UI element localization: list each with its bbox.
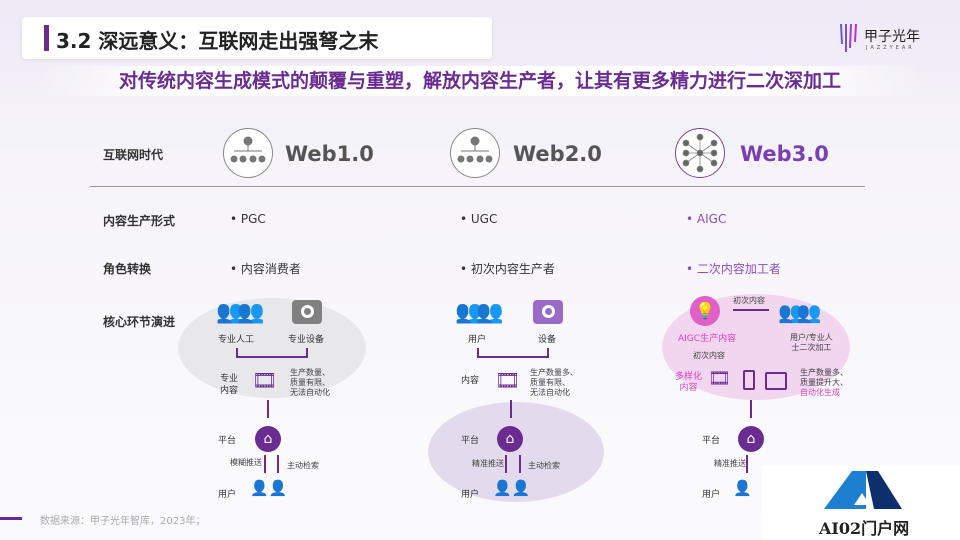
film-reel-icon: 🎞 [708,368,731,389]
down-arrow [510,400,512,418]
web3-form: • AIGC [686,212,727,226]
people-group-icon: 👥👥 [455,300,504,325]
watermark-logo: AI02门户网 [762,465,960,540]
divider [90,186,865,187]
web1-content: 专业 内容 [220,374,239,396]
web1-note: 生产数量、 质量有限、 无法自动化 [290,368,330,397]
ai-head-bulb-icon: 💡 [690,296,720,326]
title-accent [44,25,49,51]
film-reel-icon: 🎞 [495,368,521,392]
web3-content: 多样化 内容 [675,372,703,393]
users-icon: 👤 [733,479,752,497]
web1-search: 主动检索 [287,461,319,470]
logo: 甲子光年 JAZZYEAR [838,23,920,56]
title-box: 3.2 深远意义：互联网走出强弩之末 [22,17,492,59]
camera-icon [533,300,563,324]
logo-mark-icon [840,23,857,52]
up-arrow [277,455,279,473]
source-note: 数据来源：甲子光年智库，2023年； [40,516,206,527]
web3-first-content-2: 初次内容 [693,351,725,360]
network-tree-icon [223,128,273,178]
down-arrow [505,455,507,473]
web3-platform: 平台 [702,436,721,446]
web3-note: 生产数量多、 质量提升大、 [800,368,848,387]
web3-aigc: AIGC生产内容 [678,334,737,344]
web2-actor-2: 设备 [538,335,557,345]
page-title: 3.2 深远意义：互联网走出强弩之末 [56,29,379,53]
row-label-role: 角色转换 [103,262,152,276]
logo-tagline: JAZZYEAR [866,45,915,51]
row-label-core: 核心环节演进 [103,315,176,329]
footer-accent [0,517,22,520]
web3-user: 用户 [702,490,721,500]
down-arrow [750,400,752,418]
web3-title: Web3.0 [740,142,829,166]
web1-push: 模糊推送 [230,458,262,467]
down-arrow [264,455,266,473]
web3-note-highlight: 自动化生成 [800,388,840,397]
web2-note: 生产数量多、 质量有限、 无法自动化 [530,368,578,397]
web2-title: Web2.0 [513,142,602,166]
web2-platform: 平台 [461,436,480,446]
web3-first-content-1: 初次内容 [733,296,765,305]
tv-icon [765,372,787,390]
watermark-text: AI02门户网 [819,519,910,538]
home-platform-icon: ⌂ [497,426,523,452]
phone-icon [743,370,755,390]
subtitle: 对传统内容生成模式的颠覆与重塑，解放内容生产者，让其有更多精力进行二次深加工 [118,70,841,92]
web1-title: Web1.0 [285,142,374,166]
network-tree-icon [450,128,500,178]
merge-connector [236,348,308,358]
web1-platform: 平台 [218,436,237,446]
users-icon: 👤👤 [493,479,531,497]
producer-ellipse [178,298,366,398]
merge-connector [477,348,549,358]
logo-text: 甲子光年 [864,29,920,45]
right-arrow [733,309,769,311]
web1-user: 用户 [218,490,237,500]
web2-role: • 初次内容生产者 [460,262,555,276]
home-platform-icon: ⌂ [255,426,281,452]
web2-push: 精准推送 [472,459,504,468]
web2-search: 主动检索 [528,461,560,470]
row-label-form: 内容生产形式 [103,214,176,228]
mesh-network-icon [675,128,725,178]
web1-actor-2: 专业设备 [288,335,325,345]
subtitle-band: 对传统内容生成模式的颠覆与重塑，解放内容生产者，让其有更多精力进行二次深加工 [40,66,920,96]
people-group-icon: 👥👥 [778,300,822,324]
film-reel-icon: 🎞 [252,368,278,392]
camera-icon [292,300,322,324]
web3-secondary: 用户/专业人 士二次加工 [790,333,833,352]
web1-role: • 内容消费者 [230,262,301,276]
down-arrow [746,455,748,473]
web2-actor-1: 用户 [468,335,487,345]
web3-role: • 二次内容加工者 [686,262,781,276]
down-arrow [267,400,269,418]
web2-form: • UGC [460,212,498,226]
platform-ellipse [428,402,604,502]
web1-actor-1: 专业人工 [218,335,255,345]
users-icon: 👤👤 [250,479,288,497]
row-label-era: 互联网时代 [103,148,164,162]
web2-content: 内容 [461,376,480,386]
web1-form: • PGC [230,212,266,226]
home-platform-icon: ⌂ [738,426,764,452]
ai02-logo-icon [824,471,902,509]
web3-push: 精准推送 [714,459,746,468]
people-group-icon: 👥👥 [216,300,265,325]
web2-user: 用户 [461,490,480,500]
up-arrow [519,455,521,473]
